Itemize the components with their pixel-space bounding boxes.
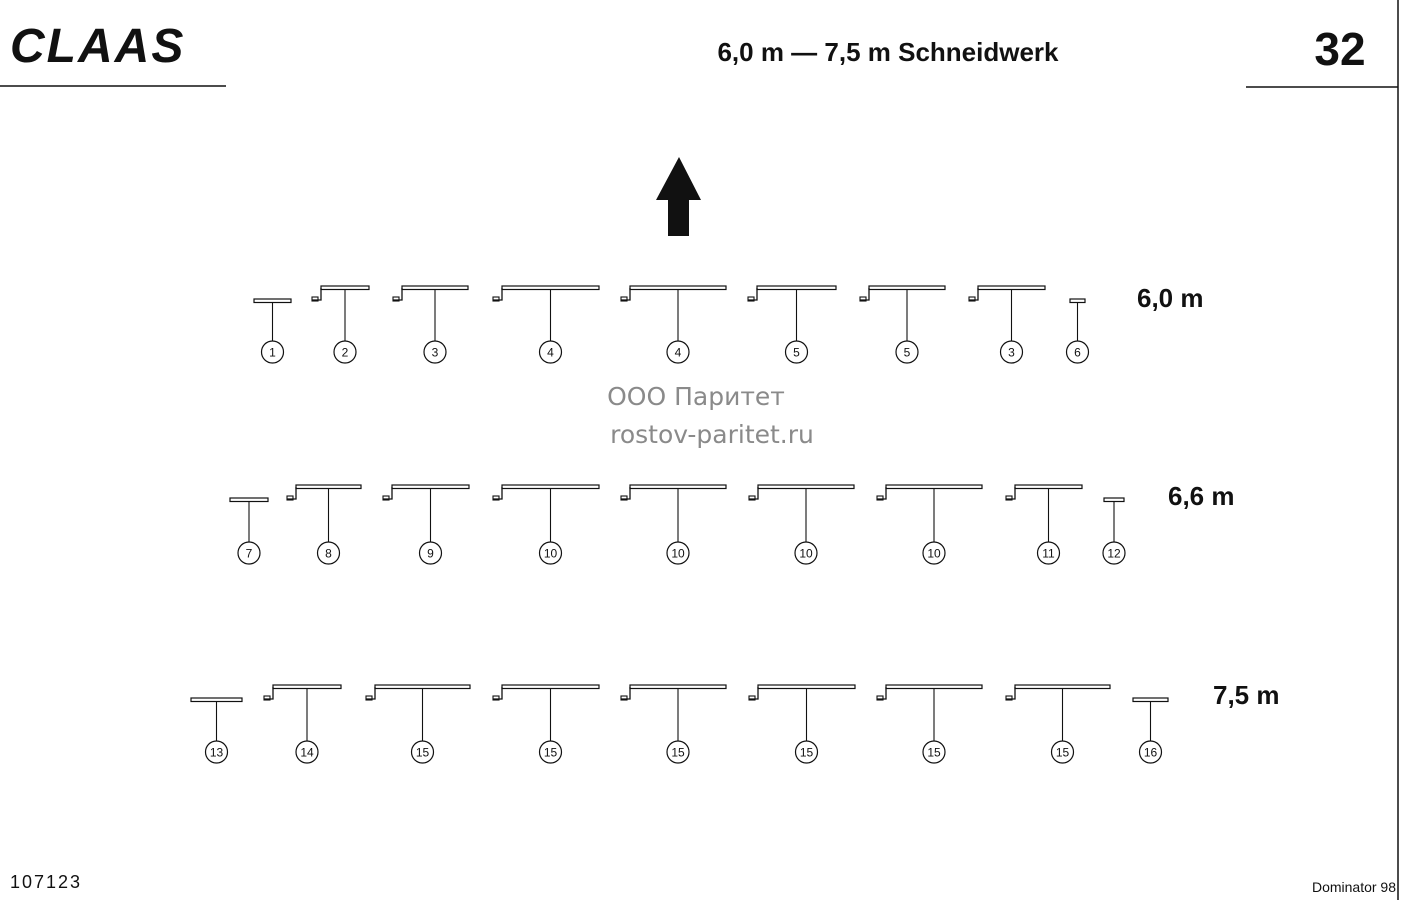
item-number-circle (333, 340, 357, 364)
cutter-segment: 12 (1102, 497, 1126, 565)
item-number-circle (922, 740, 946, 764)
cutter-segment: 10 (620, 484, 727, 565)
cutter-segment: 4 (620, 285, 727, 364)
item-number-circle (1050, 740, 1075, 764)
cutter-segment: 15 (748, 684, 856, 764)
segment-row: 7 8 9 10 10 10 10 11 12 6,6 m (229, 481, 1235, 565)
item-number: 15 (544, 746, 558, 760)
item-number-circle (295, 740, 319, 764)
item-number: 5 (793, 346, 800, 360)
cutter-segment: 3 (968, 285, 1046, 364)
item-number: 15 (671, 746, 685, 760)
item-number: 10 (544, 547, 558, 561)
item-number-circle (794, 740, 819, 764)
item-number-circle (666, 340, 690, 364)
segment-row: 13 14 15 15 15 15 15 15 16 7,5 m (190, 680, 1280, 764)
cutter-segment: 1 (253, 298, 292, 364)
item-number: 14 (300, 746, 314, 760)
cutter-segment: 4 (492, 285, 600, 364)
cutter-segment: 13 (190, 697, 243, 764)
item-number-circle (922, 541, 946, 565)
item-number: 3 (1008, 346, 1015, 360)
cutter-segment: 6 (1065, 298, 1090, 364)
cutter-segment: 5 (747, 285, 837, 364)
cutter-segment: 3 (392, 285, 469, 364)
item-number-circle (895, 340, 919, 364)
item-number-circle (538, 340, 563, 364)
item-number-circle (794, 541, 818, 565)
row-width-label: 7,5 m (1213, 680, 1280, 710)
item-number: 15 (1056, 746, 1070, 760)
item-number: 16 (1144, 746, 1158, 760)
cutter-segment: 10 (492, 484, 600, 565)
cutter-segment: 15 (876, 684, 983, 764)
item-number-circle (538, 541, 563, 565)
cutter-segment: 16 (1132, 697, 1169, 764)
item-number: 13 (210, 746, 224, 760)
item-number: 15 (927, 746, 941, 760)
item-number-circle (666, 740, 690, 764)
item-number: 8 (325, 547, 332, 561)
cutter-segment: 15 (492, 684, 600, 764)
item-number-circle (204, 740, 229, 764)
cutter-segment: 15 (1005, 684, 1111, 764)
item-number: 2 (342, 346, 349, 360)
item-number: 12 (1107, 547, 1121, 561)
item-number: 4 (547, 346, 554, 360)
item-number-circle (784, 340, 809, 364)
item-number: 6 (1074, 346, 1081, 360)
item-number-circle (237, 541, 261, 565)
item-number: 3 (432, 346, 439, 360)
item-number: 5 (904, 346, 911, 360)
item-number: 15 (416, 746, 430, 760)
cutter-segment: 15 (620, 684, 727, 764)
row-width-label: 6,0 m (1137, 283, 1204, 313)
item-number-circle (410, 740, 435, 764)
item-number-circle (418, 541, 443, 565)
cutter-segment: 11 (1005, 484, 1083, 565)
item-number: 11 (1042, 547, 1055, 561)
item-number-circle (1138, 740, 1163, 764)
model-name: Dominator 98 (1312, 879, 1396, 895)
cutter-segment: 10 (748, 484, 855, 565)
drawing-id: 107123 (10, 872, 82, 892)
cutter-segment: 5 (859, 285, 946, 364)
item-number: 10 (671, 547, 685, 561)
watermark-company: ООО Паритет (607, 382, 785, 411)
page-title: 6,0 m — 7,5 m Schneidwerk (717, 37, 1059, 67)
claas-logo: CLAAS (10, 20, 185, 73)
cutter-segment: 15 (365, 684, 471, 764)
item-number-circle (999, 340, 1024, 364)
item-number: 15 (800, 746, 814, 760)
item-number-circle (666, 541, 690, 565)
item-number-circle (423, 340, 447, 364)
item-number: 7 (246, 547, 253, 561)
page-number: 32 (1314, 23, 1365, 75)
cutter-segment: 10 (876, 484, 983, 565)
cutter-segment: 8 (286, 484, 362, 565)
cutter-segment: 14 (263, 684, 342, 764)
item-number-circle (1065, 340, 1090, 364)
cutter-segment: 9 (382, 484, 470, 565)
item-number-circle (260, 340, 285, 364)
item-number: 10 (799, 547, 813, 561)
item-number: 10 (927, 547, 941, 561)
row-width-label: 6,6 m (1168, 481, 1235, 511)
item-number-circle (1036, 541, 1061, 565)
cutter-segment: 7 (229, 497, 269, 565)
watermark-url: rostov-paritet.ru (610, 420, 814, 449)
item-number: 9 (427, 547, 434, 561)
item-number: 1 (269, 346, 276, 360)
item-number: 4 (675, 346, 682, 360)
item-number-circle (538, 740, 563, 764)
item-number-circle (1102, 541, 1126, 565)
cutter-segment: 2 (311, 285, 370, 364)
segment-row: 1 2 3 4 4 5 5 3 6 6,0 m (253, 283, 1204, 364)
item-number-circle (316, 541, 341, 565)
travel-direction-arrow (656, 157, 701, 236)
